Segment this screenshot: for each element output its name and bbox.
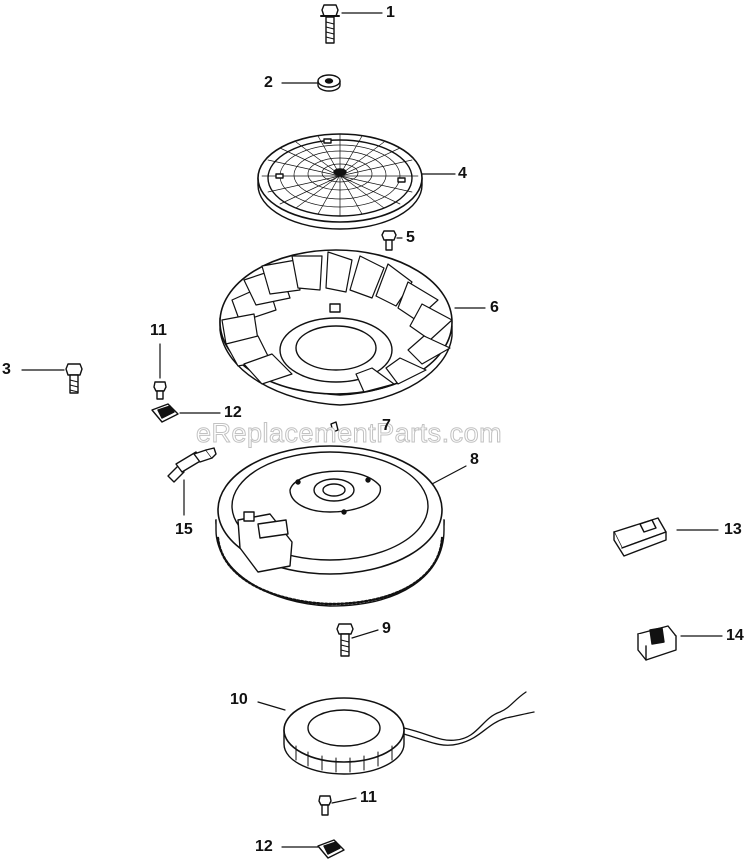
callout-6: 6: [490, 299, 499, 316]
callout-11-upper: 11: [150, 322, 167, 339]
callout-12-upper: 12: [224, 404, 242, 421]
callout-14: 14: [726, 627, 744, 644]
fan-part-6-icon: [219, 249, 453, 406]
key-part-7-icon: [330, 421, 339, 433]
callout-4: 4: [458, 165, 467, 182]
callout-8: 8: [470, 451, 479, 468]
connector-part-13-icon: [613, 517, 667, 557]
callout-9: 9: [382, 620, 391, 637]
callout-13: 13: [724, 521, 742, 538]
callout-10: 10: [230, 691, 248, 708]
spark-plug-part-15-icon: [167, 447, 217, 483]
callout-1: 1: [386, 4, 395, 21]
bolt-part-1-icon: [320, 4, 340, 44]
clip-part-12-upper-icon: [151, 403, 179, 423]
screw-part-5-icon: [381, 230, 397, 251]
callout-15: 15: [175, 521, 193, 538]
screw-part-11-lower-icon: [318, 795, 332, 816]
clip-part-12-lower-icon: [317, 839, 345, 859]
callout-12-lower: 12: [255, 838, 273, 855]
callout-2: 2: [264, 74, 273, 91]
callout-5: 5: [406, 229, 415, 246]
callout-11-lower: 11: [360, 789, 377, 806]
bolt-part-3-icon: [65, 363, 83, 394]
callout-3: 3: [2, 361, 11, 378]
washer-part-2-icon: [317, 74, 341, 92]
stator-part-10-icon: [283, 691, 535, 775]
bolt-part-9-icon: [336, 623, 354, 657]
grass-screen-part-4-icon: [257, 133, 423, 230]
flywheel-part-8-icon: [215, 445, 445, 607]
leader-lines: [21, 12, 723, 848]
screw-part-11-upper-icon: [153, 381, 167, 400]
terminal-block-part-14-icon: [637, 625, 677, 661]
watermark: eReplacementParts.com: [195, 418, 503, 449]
callout-7: 7: [382, 417, 391, 434]
